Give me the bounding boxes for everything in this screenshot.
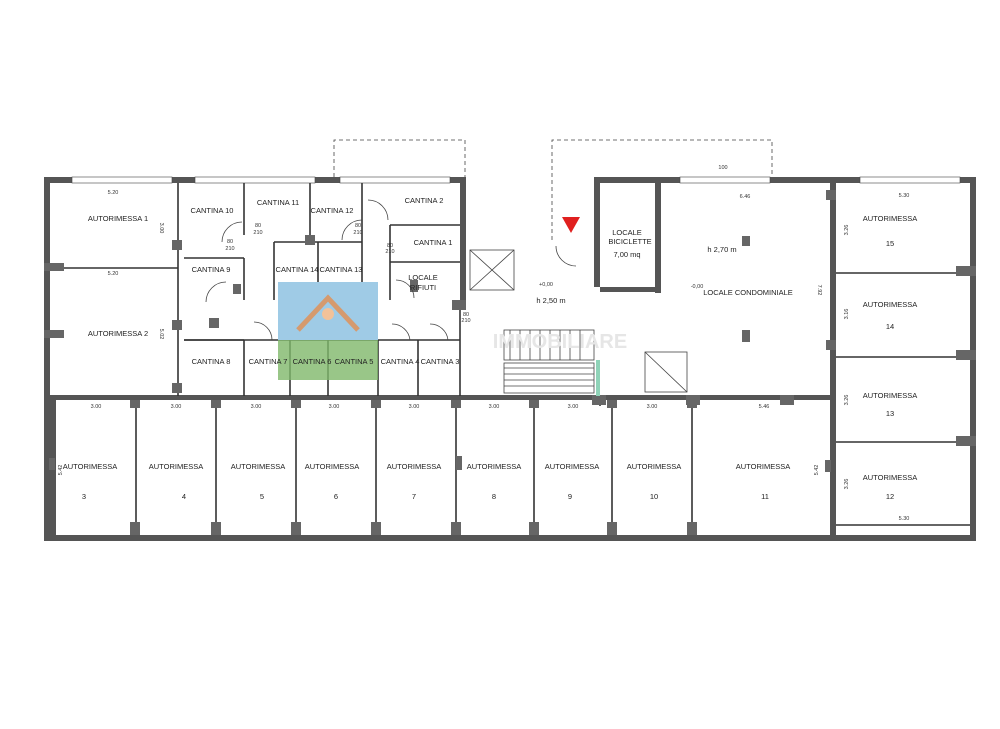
door-dim-h-1: 210: [253, 230, 262, 236]
dim-right-bottom: 5.30: [899, 516, 910, 522]
cellar-14-label: CANTINA 14: [276, 265, 319, 274]
garage-15-label: AUTORIMESSA: [863, 214, 917, 223]
cellar-2-label: CANTINA 2: [405, 196, 444, 205]
dim-condo-width: 6.46: [740, 194, 751, 200]
door-dim-w-4: 80: [355, 223, 361, 229]
garage-9-label: AUTORIMESSA: [545, 462, 599, 471]
dim-g2-height: 5.02: [158, 329, 164, 340]
door-swings: [205, 199, 577, 341]
cellar-5-label: CANTINA 5: [335, 357, 374, 366]
garage-10-label: AUTORIMESSA: [627, 462, 681, 471]
room-labels: AUTORIMESSA 1 AUTORIMESSA 2 AUTORIMESSA …: [63, 196, 917, 501]
rifiuti-label-2: RIFIUTI: [410, 283, 436, 292]
garage-2-label: AUTORIMESSA 2: [88, 329, 148, 338]
dim-bay-5: 3.00: [409, 404, 420, 410]
garage-12-number: 12: [886, 492, 894, 501]
garage-7-number: 7: [412, 492, 416, 501]
corridor-height: h 2,50 m: [536, 296, 565, 305]
dashed-outlines: [333, 139, 773, 240]
cellar-11-label: CANTINA 11: [257, 198, 299, 207]
garage-11-number: 11: [761, 492, 769, 501]
garage-7-label: AUTORIMESSA: [387, 462, 441, 471]
door-dim-w-2: 80: [387, 243, 393, 249]
garage-12-label: AUTORIMESSA: [863, 473, 917, 482]
door-dim-w-3: 80: [227, 239, 233, 245]
door-dim-h-4: 210: [353, 230, 362, 236]
dim-r12: 3.26: [844, 479, 850, 490]
cellar-10-label: CANTINA 10: [191, 206, 234, 215]
dim-r14: 3.16: [844, 309, 850, 320]
dim-right-top: 5.30: [899, 193, 910, 199]
dim-g1-height: 3.00: [158, 223, 164, 234]
svg-text:IMMOBILIARE: IMMOBILIARE: [493, 331, 627, 353]
dim-bay-2: 3.00: [171, 404, 182, 410]
dim-row-left: 5.42: [58, 465, 64, 476]
cellar-4-label: CANTINA 4: [381, 357, 420, 366]
dim-row-right: 5.42: [814, 465, 820, 476]
garage-9-number: 9: [568, 492, 572, 501]
cellar-6-label: CANTINA 6: [293, 357, 332, 366]
door-dim-top: 100: [718, 165, 727, 171]
dimensions: 5.20 3.00 5.20 5.02 3.00 3.00 3.00 3.00 …: [58, 165, 909, 522]
garage-8-label: AUTORIMESSA: [467, 462, 521, 471]
door-dim-h-5: 210: [461, 318, 470, 324]
dim-g2-width: 5.20: [108, 271, 119, 277]
dim-bay-6: 3.00: [489, 404, 500, 410]
dim-bay-4: 3.00: [329, 404, 340, 410]
cellar-9-label: CANTINA 9: [192, 265, 231, 274]
condominiale-label: LOCALE CONDOMINIALE: [703, 288, 793, 297]
agency-logo: IMMOBILIARE: [278, 282, 627, 380]
door-dim-h-2: 210: [385, 249, 394, 255]
columns: [44, 190, 976, 535]
windows: [71, 176, 961, 184]
dim-condo-height: 7.92: [816, 285, 822, 296]
garage-13-number: 13: [886, 409, 894, 418]
garage-13-label: AUTORIMESSA: [863, 391, 917, 400]
level-mark-b: -0,00: [691, 284, 704, 290]
garage-10-number: 10: [650, 492, 658, 501]
door-dim-h-3: 210: [225, 246, 234, 252]
garage-14-number: 14: [886, 322, 894, 331]
bici-label-1: LOCALE: [612, 228, 642, 237]
dim-g1-width: 5.20: [108, 190, 119, 196]
door-dim-w-1: 80: [255, 223, 261, 229]
bici-area: 7,00 mq: [613, 250, 640, 259]
interior-walls: [50, 183, 970, 526]
cellar-8-label: CANTINA 8: [192, 357, 231, 366]
garage-11-label: AUTORIMESSA: [736, 462, 790, 471]
condo-height: h 2,70 m: [707, 245, 736, 254]
dim-bay-1: 3.00: [91, 404, 102, 410]
rifiuti-label-1: LOCALE: [408, 273, 438, 282]
cellar-3-label: CANTINA 3: [421, 357, 460, 366]
level-mark-a: +0,00: [539, 282, 553, 288]
bici-label-2: BICICLETTE: [608, 237, 651, 246]
garage-5-number: 5: [260, 492, 264, 501]
dim-bay-9: 5.46: [759, 404, 770, 410]
dim-r15: 3.26: [844, 225, 850, 236]
cellar-13-label: CANTINA 13: [320, 265, 363, 274]
garage-6-label: AUTORIMESSA: [305, 462, 359, 471]
entrance-marker-icon: [562, 217, 580, 233]
stairs-and-lift: [469, 249, 688, 396]
garage-3-label: AUTORIMESSA: [63, 462, 117, 471]
dim-bay-3: 3.00: [251, 404, 262, 410]
cellar-7-label: CANTINA 7: [249, 357, 288, 366]
garage-3-number: 3: [82, 492, 86, 501]
dim-r13: 3.26: [844, 395, 850, 406]
garage-4-number: 4: [182, 492, 186, 501]
dim-bay-7: 3.00: [568, 404, 579, 410]
door-dim-w-5: 80: [463, 312, 469, 318]
garage-15-number: 15: [886, 239, 894, 248]
dim-bay-8: 3.00: [647, 404, 658, 410]
garage-4-label: AUTORIMESSA: [149, 462, 203, 471]
garage-5-label: AUTORIMESSA: [231, 462, 285, 471]
garage-6-number: 6: [334, 492, 338, 501]
garage-14-label: AUTORIMESSA: [863, 300, 917, 309]
garage-8-number: 8: [492, 492, 496, 501]
cellar-1-label: CANTINA 1: [414, 238, 453, 247]
garage-1-label: AUTORIMESSA 1: [88, 214, 148, 223]
cellar-12-label: CANTINA 12: [311, 206, 354, 215]
